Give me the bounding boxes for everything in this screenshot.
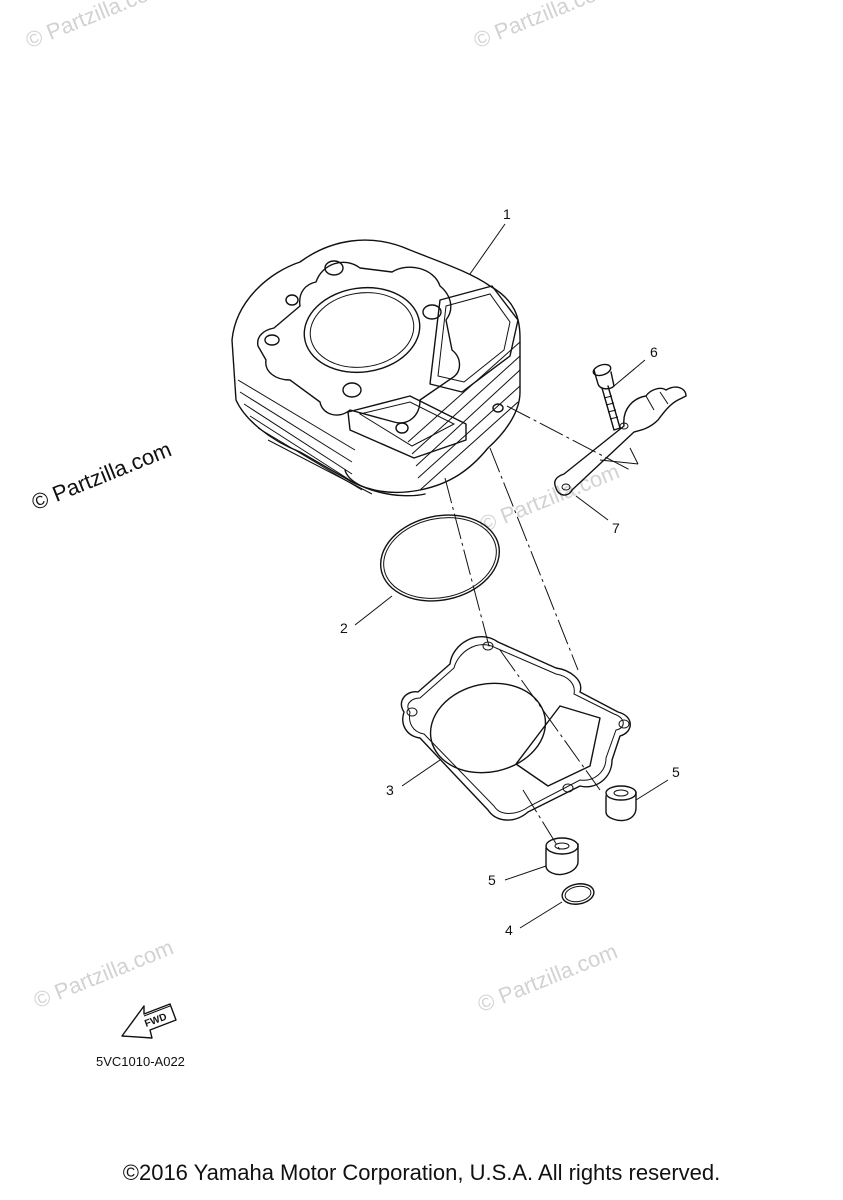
- bolt-part[interactable]: [592, 362, 621, 431]
- callout-4: 4: [505, 922, 513, 938]
- callout-5b: 5: [488, 872, 496, 888]
- callout-6: 6: [650, 344, 658, 360]
- leader-line: [401, 759, 441, 787]
- leader-line: [519, 901, 563, 929]
- leader-line: [575, 495, 609, 521]
- callout-2: 2: [340, 620, 348, 636]
- callout-5a: 5: [672, 764, 680, 780]
- leader-line: [469, 223, 506, 275]
- callout-1: 1: [503, 206, 511, 222]
- dowel-pin-part[interactable]: [545, 837, 579, 876]
- copyright-notice: ©2016 Yamaha Motor Corporation, U.S.A. A…: [122, 1160, 721, 1185]
- leader-line: [504, 865, 547, 881]
- base-gasket-part[interactable]: [400, 636, 631, 821]
- leader-line: [613, 359, 646, 387]
- leader-line: [354, 595, 393, 626]
- dowel-pin-part[interactable]: [605, 785, 637, 822]
- o-ring-part[interactable]: [373, 504, 508, 611]
- callout-3: 3: [386, 782, 394, 798]
- small-o-ring-part[interactable]: [561, 881, 596, 906]
- callout-7: 7: [612, 520, 620, 536]
- cylinder-part[interactable]: [231, 239, 521, 497]
- diagram-code: 5VC1010-A022: [96, 1054, 185, 1069]
- bracket-part[interactable]: [554, 386, 687, 496]
- leader-line: [635, 779, 669, 801]
- fwd-arrow-icon: [121, 1003, 177, 1039]
